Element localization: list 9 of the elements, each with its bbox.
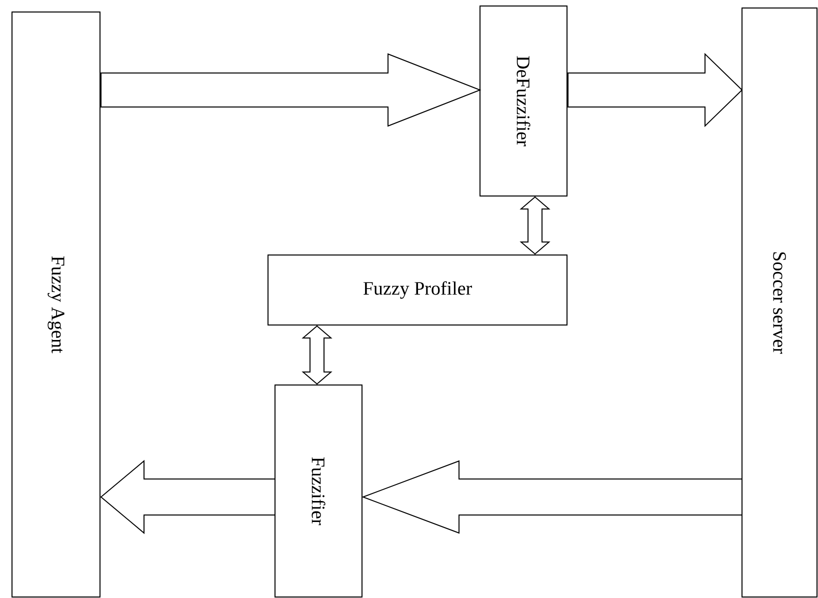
block-arrow — [362, 460, 742, 534]
block-arrow — [568, 52, 743, 128]
process-box: Fuzzy Profiler — [268, 254, 568, 326]
process-box: Fuzzy Agent — [12, 12, 100, 598]
process-box: Soccer server — [742, 8, 818, 598]
block-arrow — [100, 460, 276, 534]
block-arrow — [100, 53, 482, 127]
process-box: Fuzzifier — [274, 384, 362, 598]
process-box: DeFuzzifier — [480, 6, 568, 196]
